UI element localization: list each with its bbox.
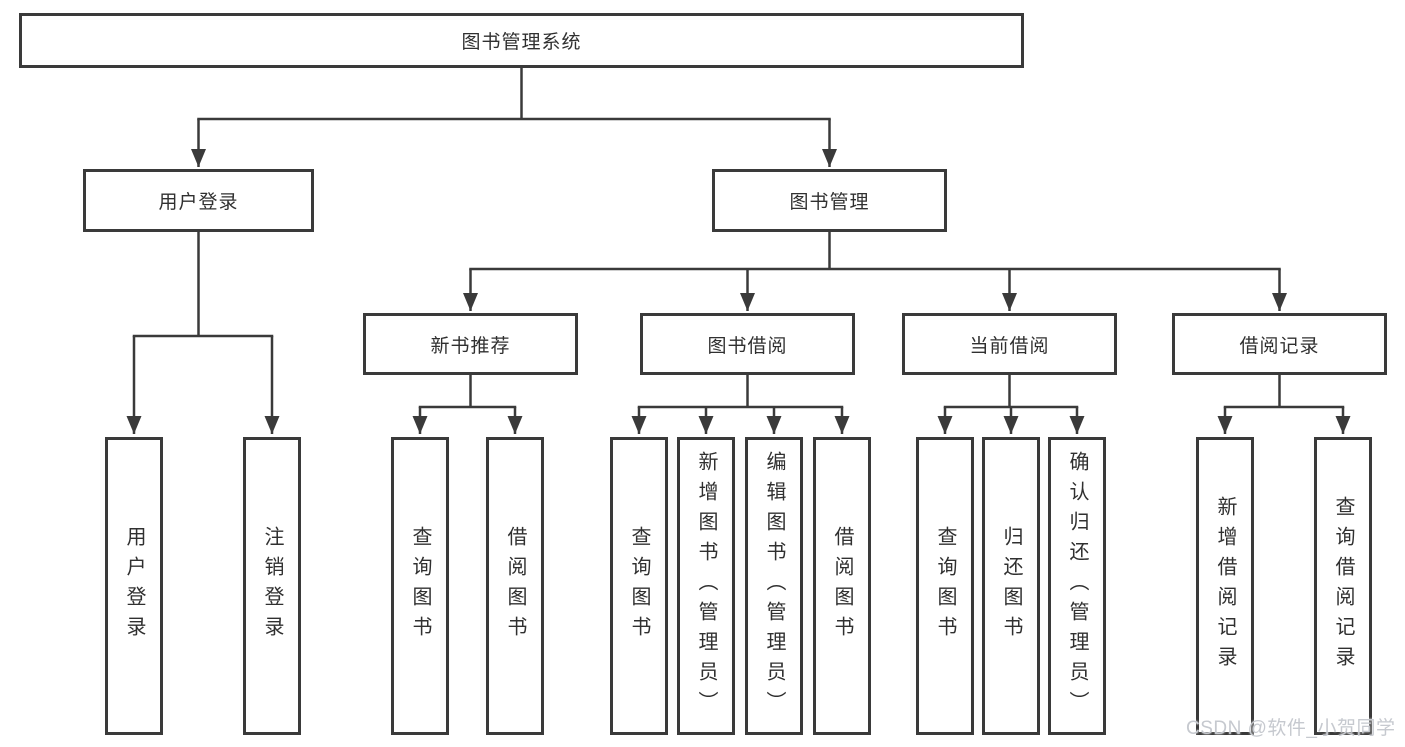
leaf-bookborrow-edit: 编辑图书（管理员） bbox=[745, 437, 803, 735]
node-book-mgmt: 图书管理 bbox=[712, 169, 947, 232]
leaf-records-query-label: 查询借阅记录 bbox=[1332, 496, 1354, 676]
csdn-watermark: CSDN @软件_小贺同学 bbox=[1186, 718, 1396, 739]
leaf-user-login-label: 用户登录 bbox=[123, 526, 145, 646]
leaf-logout: 注销登录 bbox=[243, 437, 301, 735]
leaf-bookborrow-add: 新增图书（管理员） bbox=[677, 437, 735, 735]
node-root-label: 图书管理系统 bbox=[461, 32, 582, 53]
leaf-records-add-label: 新增借阅记录 bbox=[1214, 496, 1236, 676]
leaf-bookborrow-query: 查询图书 bbox=[610, 437, 668, 735]
leaf-bookborrow-add-label: 新增图书（管理员） bbox=[695, 451, 717, 721]
leaf-records-add: 新增借阅记录 bbox=[1196, 437, 1254, 735]
leaf-logout-label: 注销登录 bbox=[261, 526, 283, 646]
leaf-currentborrow-confirm-label: 确认归还（管理员） bbox=[1066, 451, 1088, 721]
node-current-borrow: 当前借阅 bbox=[902, 313, 1117, 375]
leaf-newbooks-borrow: 借阅图书 bbox=[486, 437, 544, 735]
leaf-currentborrow-confirm: 确认归还（管理员） bbox=[1048, 437, 1106, 735]
leaf-currentborrow-return-label: 归还图书 bbox=[1000, 526, 1022, 646]
leaf-newbooks-query: 查询图书 bbox=[391, 437, 449, 735]
leaf-user-login: 用户登录 bbox=[105, 437, 163, 735]
leaf-bookborrow-borrow-label: 借阅图书 bbox=[831, 526, 853, 646]
leaf-newbooks-borrow-label: 借阅图书 bbox=[504, 526, 526, 646]
leaf-currentborrow-query-label: 查询图书 bbox=[934, 526, 956, 646]
leaf-records-query: 查询借阅记录 bbox=[1314, 437, 1372, 735]
node-book-mgmt-label: 图书管理 bbox=[789, 192, 870, 213]
leaf-bookborrow-edit-label: 编辑图书（管理员） bbox=[763, 451, 785, 721]
leaf-currentborrow-return: 归还图书 bbox=[982, 437, 1040, 735]
leaf-newbooks-query-label: 查询图书 bbox=[409, 526, 431, 646]
leaf-currentborrow-query: 查询图书 bbox=[916, 437, 974, 735]
node-user-login-label: 用户登录 bbox=[158, 192, 239, 213]
node-user-login: 用户登录 bbox=[83, 169, 314, 232]
node-new-books: 新书推荐 bbox=[363, 313, 578, 375]
node-new-books-label: 新书推荐 bbox=[430, 335, 511, 357]
node-current-borrow-label: 当前借阅 bbox=[969, 335, 1050, 357]
node-book-borrow-label: 图书借阅 bbox=[707, 335, 788, 357]
node-root: 图书管理系统 bbox=[19, 13, 1024, 68]
node-book-borrow: 图书借阅 bbox=[640, 313, 855, 375]
node-borrow-records-label: 借阅记录 bbox=[1239, 335, 1320, 357]
leaf-bookborrow-query-label: 查询图书 bbox=[628, 526, 650, 646]
leaf-bookborrow-borrow: 借阅图书 bbox=[813, 437, 871, 735]
node-borrow-records: 借阅记录 bbox=[1172, 313, 1387, 375]
